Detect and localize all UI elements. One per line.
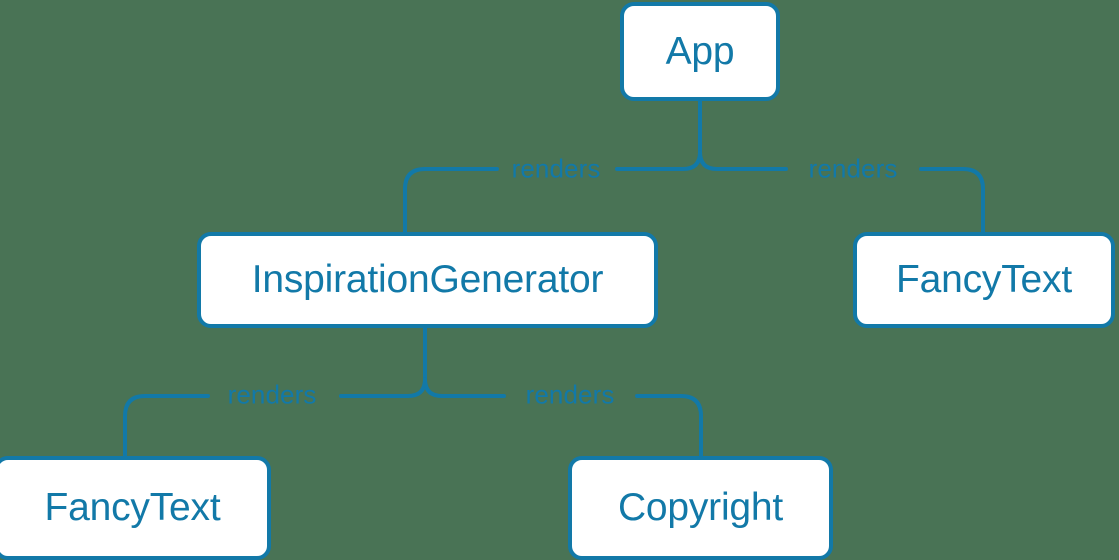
connector-inspirationgenerator-to-copyright <box>423 377 703 458</box>
node-fancytext-bottom-label: FancyText <box>44 486 221 529</box>
node-copyright-label: Copyright <box>617 486 784 529</box>
edge-label-app-to-inspirationgenerator: renders <box>511 153 601 184</box>
node-fancytext-right[interactable]: FancyText <box>853 232 1115 328</box>
connector-app-to-fancytext-right <box>698 150 985 234</box>
edge-label-inspirationgenerator-to-fancytext: renders <box>227 379 317 410</box>
node-app[interactable]: App <box>620 2 780 101</box>
node-copyright[interactable]: Copyright <box>568 456 833 560</box>
node-fancytext-bottom[interactable]: FancyText <box>0 456 271 560</box>
node-fancytext-right-label: FancyText <box>896 258 1072 301</box>
node-inspirationgenerator-label: InspirationGenerator <box>251 258 604 301</box>
node-inspirationgenerator[interactable]: InspirationGenerator <box>197 232 658 328</box>
edge-label-inspirationgenerator-to-copyright: renders <box>525 379 615 410</box>
node-app-label: App <box>665 29 735 73</box>
edge-label-app-to-fancytext-right: renders <box>808 153 898 184</box>
